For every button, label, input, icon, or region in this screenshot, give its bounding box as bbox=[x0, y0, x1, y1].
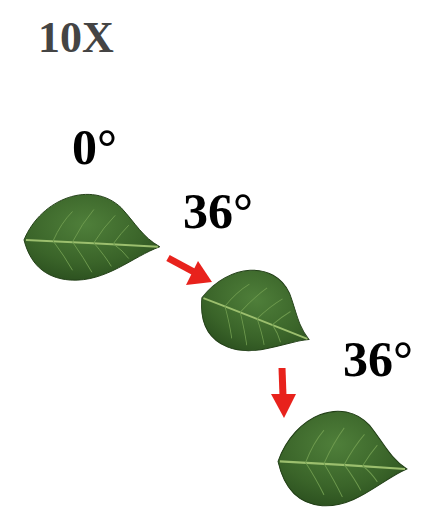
leaf-picture bbox=[278, 411, 407, 506]
angle-label: 36° bbox=[343, 334, 413, 384]
angle-label: 36° bbox=[183, 186, 253, 236]
red-arrow bbox=[168, 258, 212, 285]
red-arrow bbox=[271, 368, 296, 418]
leaf-picture bbox=[190, 256, 325, 371]
magnification-title: 10X bbox=[38, 16, 114, 60]
angle-label: 0° bbox=[72, 122, 117, 172]
leaf-picture bbox=[24, 194, 160, 280]
